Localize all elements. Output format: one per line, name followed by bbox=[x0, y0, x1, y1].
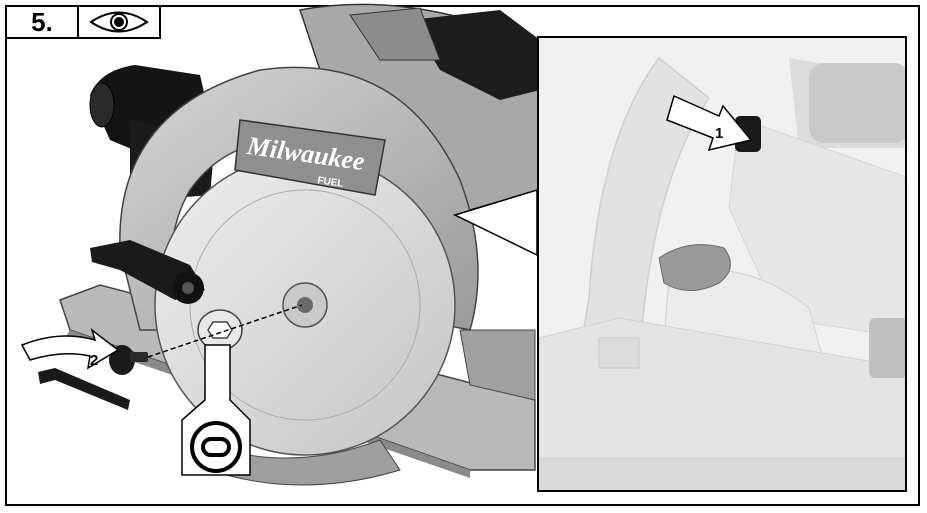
detail-inset: 1 bbox=[537, 36, 907, 492]
brand-plate: Milwaukee FUEL bbox=[234, 119, 386, 196]
step-number: 5. bbox=[7, 7, 79, 37]
blade-washer bbox=[197, 309, 243, 351]
hex-socket-callout bbox=[181, 344, 251, 476]
blade-guard bbox=[119, 66, 479, 331]
arrow-icon bbox=[666, 94, 753, 152]
brand-sub: FUEL bbox=[317, 175, 344, 190]
hex-key bbox=[38, 368, 130, 410]
callout-1: 1 bbox=[715, 125, 723, 142]
callout-2: 2 bbox=[90, 352, 98, 369]
curved-arrow-icon bbox=[20, 327, 120, 370]
blade-bolt bbox=[109, 345, 148, 375]
saw-handle bbox=[299, 3, 541, 211]
bevel-lever bbox=[90, 240, 205, 304]
assembly-line bbox=[147, 304, 303, 358]
step-header: 5. bbox=[5, 5, 161, 39]
eye-icon bbox=[79, 7, 159, 37]
hex-socket-icon bbox=[201, 437, 231, 457]
